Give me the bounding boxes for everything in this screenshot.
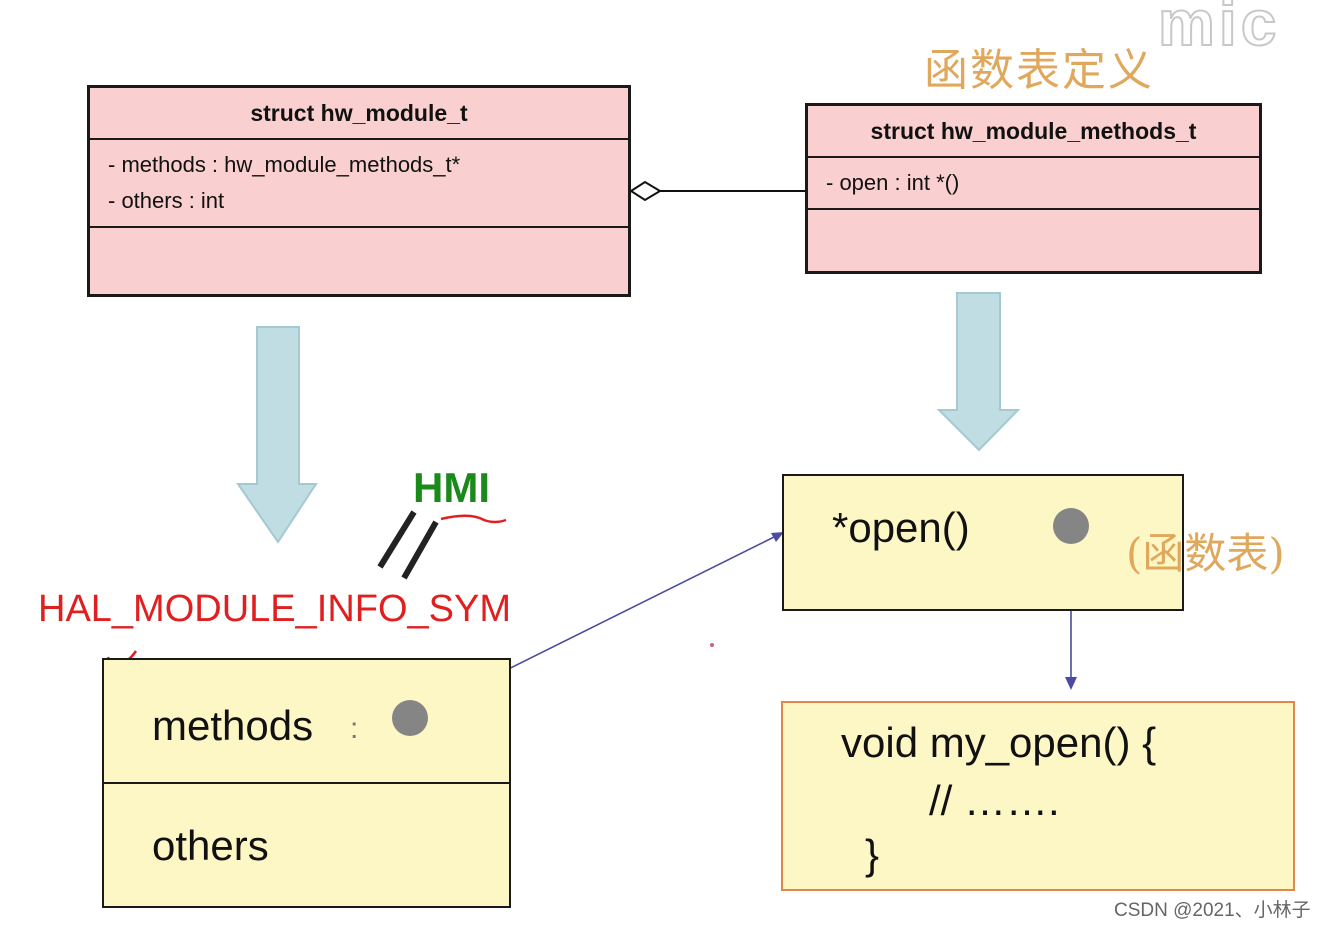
impl-line-comment: // ……. — [929, 777, 1060, 824]
open-field-label: *open() — [832, 504, 970, 551]
methods-field-label: methods — [152, 702, 314, 749]
class-attributes: - methods : hw_module_methods_t* - other… — [90, 140, 628, 228]
attribute-open: - open : int *() — [826, 170, 960, 195]
pointer-arrowhead-icon — [771, 532, 784, 542]
function-table-annotation: (函数表) — [1126, 529, 1285, 578]
symbol-label: HAL_MODULE_INFO_SYM — [38, 588, 512, 630]
methods-field-colon: : — [350, 712, 359, 745]
watermark-logo: mic — [1157, 0, 1281, 60]
handwritten-slash-mark — [377, 510, 417, 569]
class-hw-module-methods-t: struct hw_module_methods_t - open : int … — [805, 103, 1262, 274]
aggregation-diamond-icon — [629, 180, 662, 202]
impl-line-close: } — [865, 831, 880, 878]
hmi-note: HMI — [413, 464, 490, 511]
class-attributes: - open : int *() — [808, 158, 1259, 210]
handwritten-slash-mark — [401, 520, 439, 580]
implementation-box: void my_open() { // ……. } — [781, 701, 1295, 891]
class-hw-module-t: struct hw_module_t - methods : hw_module… — [87, 85, 631, 297]
others-field: others — [104, 784, 509, 906]
footer-credit: CSDN @2021、小林子 — [1114, 900, 1311, 921]
attribute-methods: - methods : hw_module_methods_t* — [108, 152, 461, 177]
down-arrow-icon — [236, 326, 318, 544]
down-arrow-icon — [936, 292, 1021, 452]
pointer-arrowhead-icon — [1065, 677, 1077, 690]
module-instance-box: methods : others — [102, 658, 511, 908]
others-field-label: others — [152, 822, 269, 869]
function-table-definition-label: 函数表定义 — [924, 45, 1154, 96]
attribute-others: - others : int — [108, 188, 225, 213]
impl-line-signature: void my_open() { — [841, 719, 1157, 766]
class-name: struct hw_module_t — [90, 88, 628, 140]
open-pointer-dot — [1053, 508, 1089, 544]
methods-field: methods : — [104, 660, 509, 784]
class-name: struct hw_module_methods_t — [808, 106, 1259, 158]
handwritten-underline-mark — [440, 514, 507, 524]
function-table-box: *open() — [782, 474, 1184, 611]
stray-mark — [710, 643, 714, 647]
methods-pointer-dot — [392, 700, 428, 736]
